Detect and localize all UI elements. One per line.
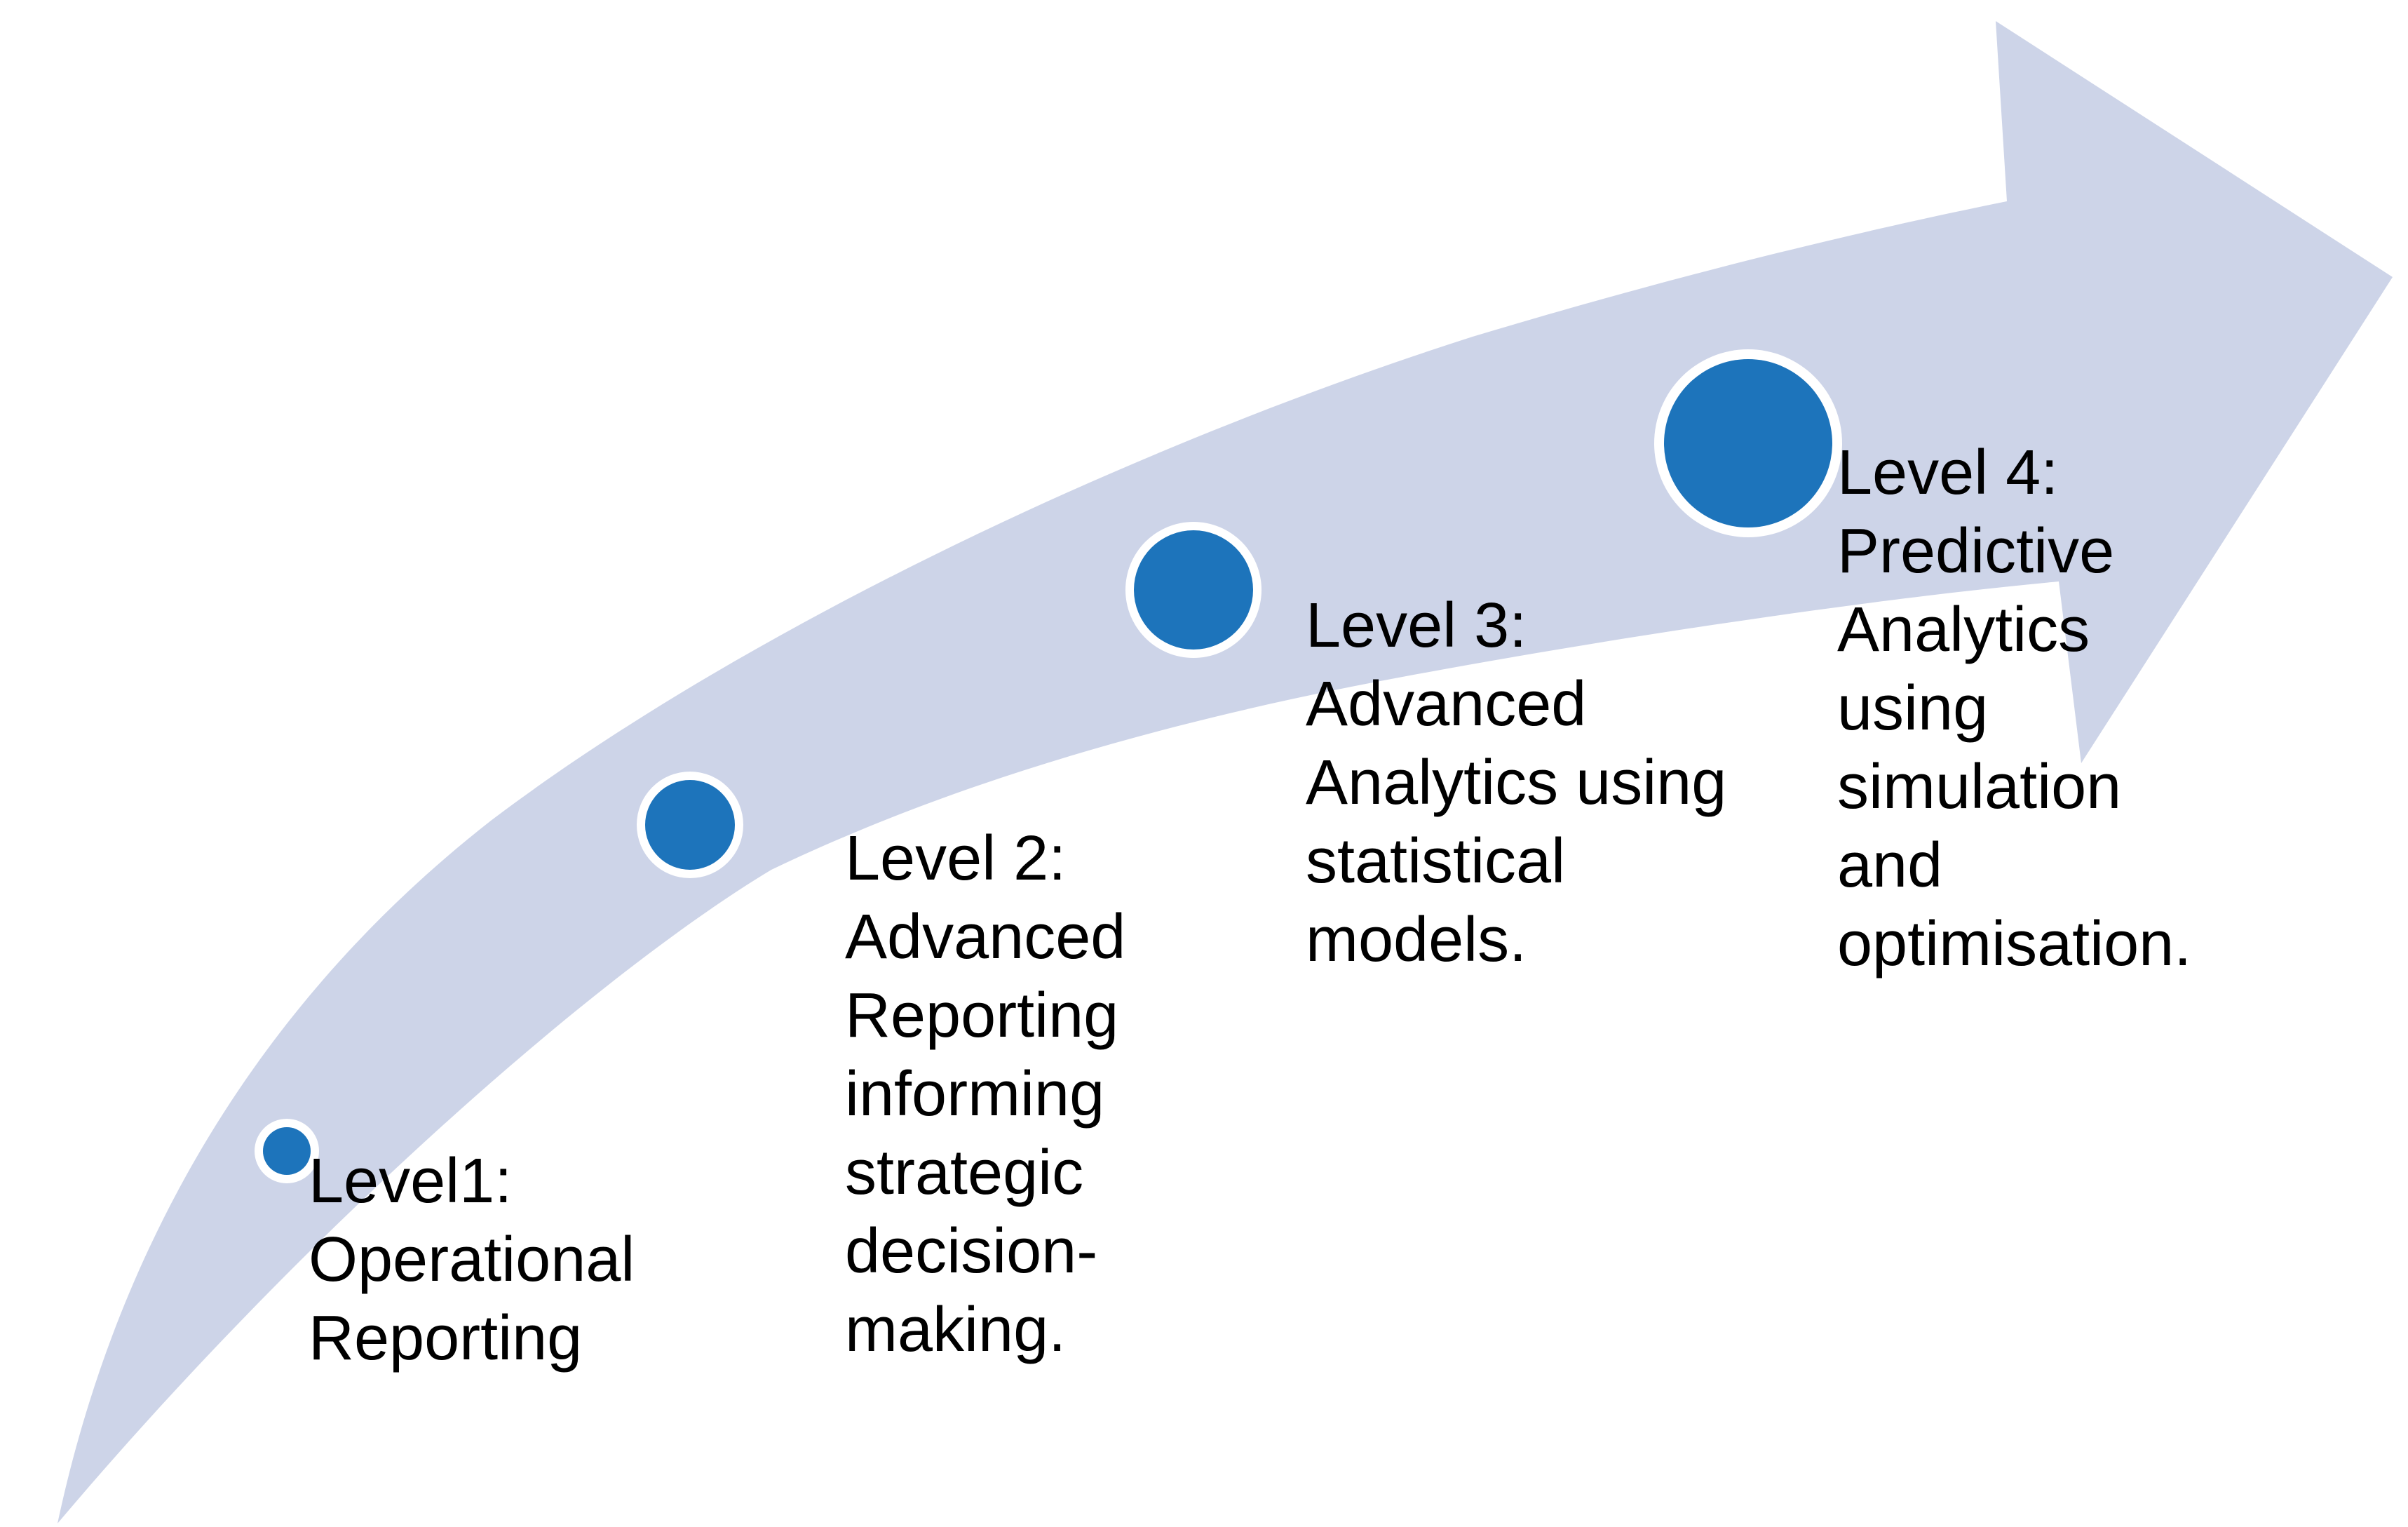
level-4-label: Level 4: Predictive Analytics using simu… [1837, 438, 2192, 979]
level-1-label: Level1: Operational Reporting [309, 1146, 635, 1373]
level-3-label: Level 3: Advanced Analytics using statis… [1306, 591, 1727, 975]
level-2-dot [645, 780, 735, 870]
level-4-dot [1664, 359, 1832, 527]
level-3-dot [1134, 530, 1253, 650]
level-1-dot [263, 1127, 311, 1175]
level-2-label: Level 2: Advanced Reporting informing st… [845, 823, 1126, 1365]
